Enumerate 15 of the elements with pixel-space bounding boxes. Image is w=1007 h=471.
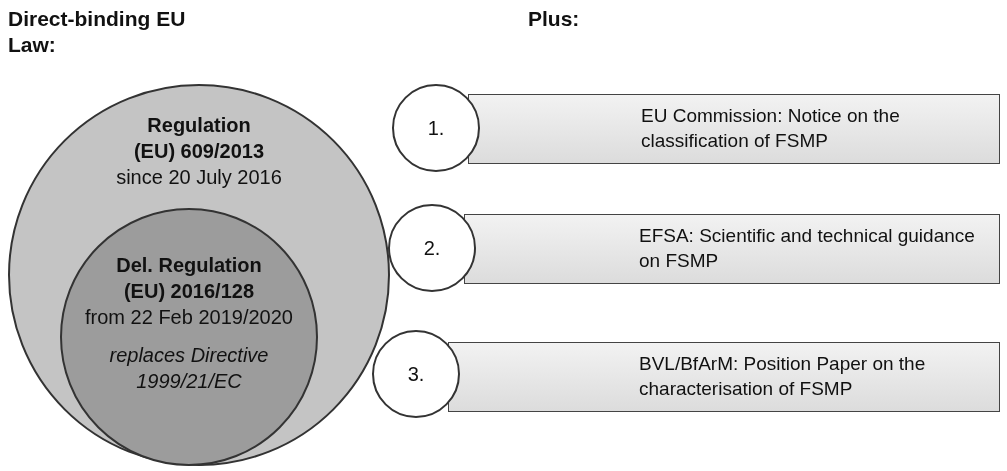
box-text: EFSA: Scientific and technical guidance on FSMP: [639, 224, 976, 273]
box-text: EU Commission: Notice on the classification of FSMP: [641, 104, 901, 153]
box-text: BVL/BfArM: Position Paper on the characterisation of FSMP: [639, 352, 927, 401]
text-box: [448, 342, 1000, 412]
date-text: since 20 July 2016: [116, 165, 282, 190]
number-label: 1.: [427, 116, 445, 141]
number-label: 3.: [407, 362, 425, 387]
regulation-title: Del. Regulation (EU) 2016/128: [115, 253, 263, 304]
text-box: [468, 94, 1000, 164]
number-label: 2.: [423, 236, 441, 261]
heading-text: Direct-binding EU Law:: [8, 6, 187, 59]
date-text: from 22 Feb 2019/2020: [85, 305, 293, 330]
note-text: replaces Directive 1999/21/EC: [108, 343, 270, 394]
heading-text: Plus:: [528, 6, 581, 32]
text-box: [464, 214, 1000, 284]
